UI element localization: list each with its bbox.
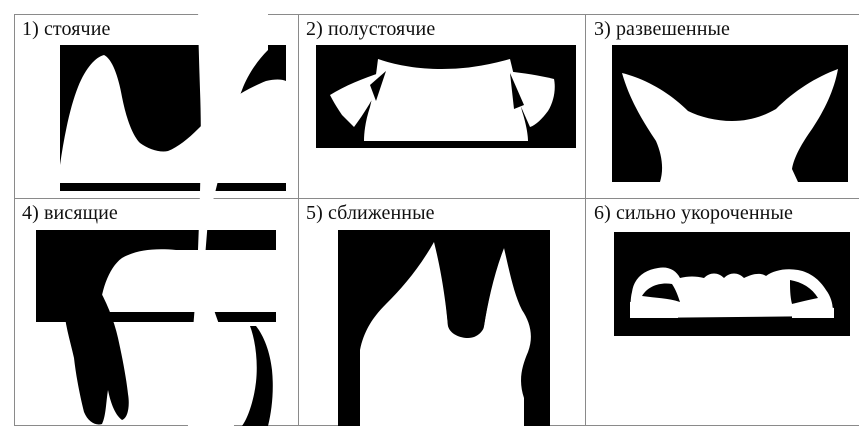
grid-line-middle: [14, 198, 859, 199]
greatly-shortened-ears-figure: [614, 232, 850, 336]
cell-2-label: 2) полустоячие: [306, 18, 435, 40]
semi-erect-ears-figure: [316, 45, 576, 148]
grid-line-col-2: [585, 14, 586, 426]
grid-line-top: [14, 14, 859, 15]
cell-5-label: 5) сближенные: [306, 202, 435, 224]
cell-6-label: 6) сильно укороченные: [594, 202, 793, 224]
white-occluding-band: [186, 0, 268, 426]
grid-line-left: [14, 14, 15, 426]
spread-ears-figure: [612, 45, 848, 182]
cell-4-label: 4) висящие: [22, 202, 118, 224]
close-set-ears-figure: [338, 230, 550, 426]
cell-1-label: 1) стоячие: [22, 18, 110, 40]
grid-line-col-1: [298, 14, 299, 426]
cell-3-label: 3) развешенные: [594, 18, 730, 40]
